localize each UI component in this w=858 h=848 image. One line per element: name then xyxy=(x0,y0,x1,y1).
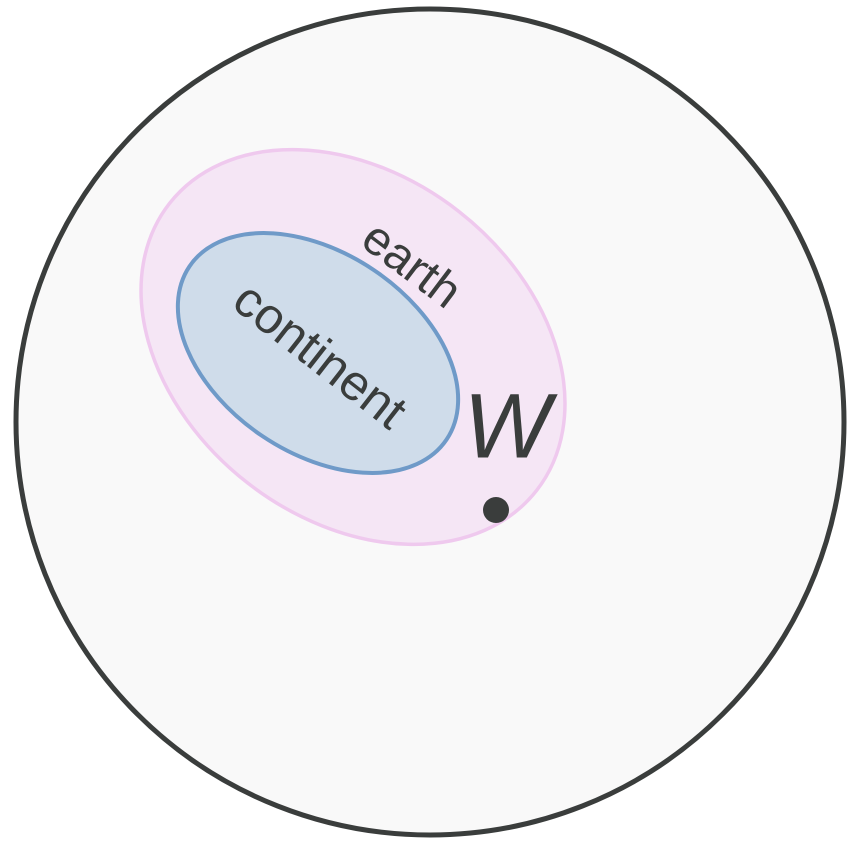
point-w-dot xyxy=(483,497,509,523)
continent-set-ellipse xyxy=(175,231,461,475)
point-w-label: W xyxy=(464,375,559,477)
